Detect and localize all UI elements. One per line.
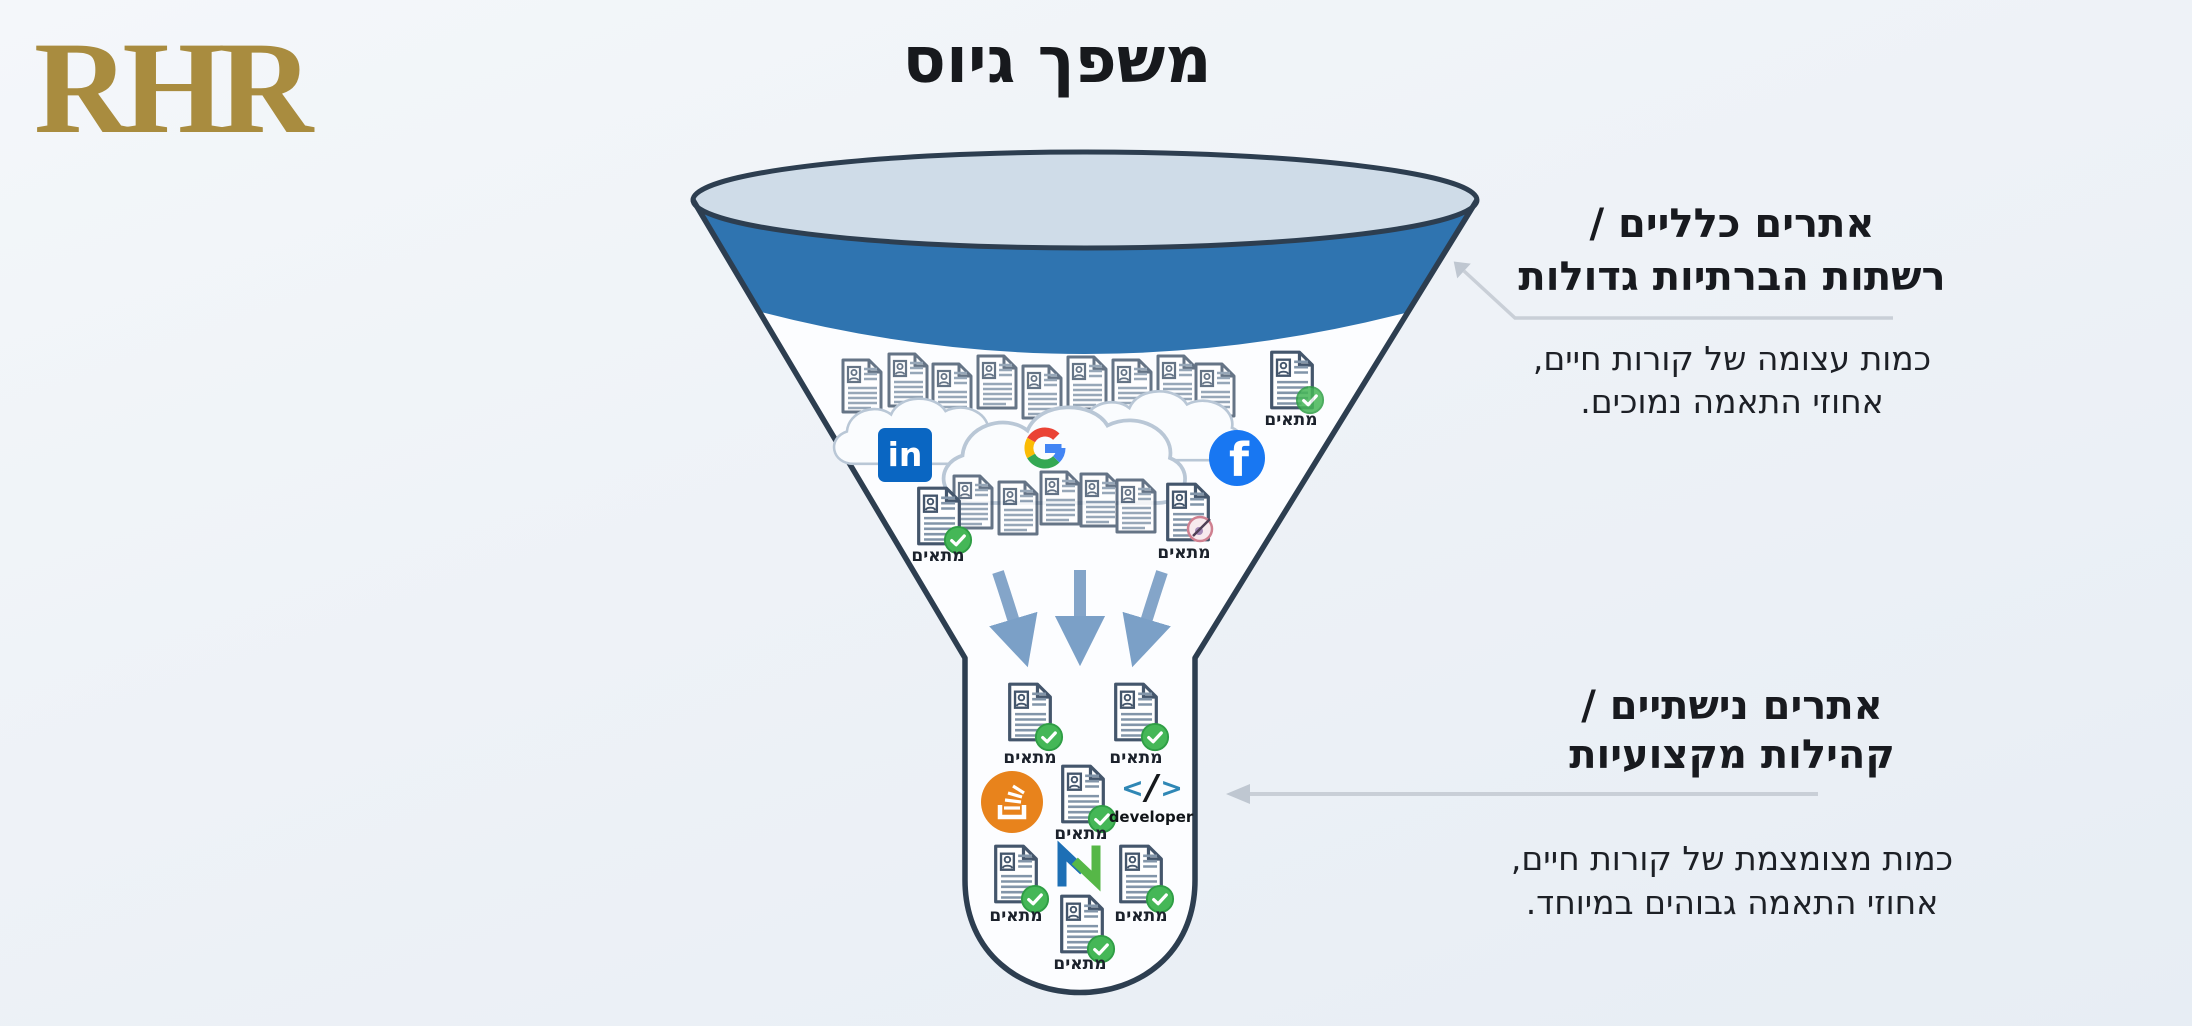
annotation-niche-sites: אתרים נישתיים / קהילות מקצועיות כמות מצו… — [1462, 682, 2002, 925]
facebook-logo: f — [1209, 430, 1265, 486]
n-logo — [1057, 840, 1101, 892]
connector-top — [1453, 261, 1893, 320]
connector-bottom-arrowhead — [1226, 784, 1250, 804]
funnel-outline — [690, 198, 1480, 996]
linkedin-logo: in — [878, 428, 932, 482]
match-label-topright: מתאים — [1264, 410, 1318, 430]
resume-doc-rejected-right — [1166, 482, 1214, 543]
match-label-neck-d: מתאים — [1053, 954, 1107, 974]
stackoverflow-logo — [981, 771, 1043, 833]
developer-label: developer — [1108, 808, 1194, 826]
code-close-bracket: > — [1160, 772, 1183, 804]
annotation-niche-body-line1: כמות מצומצמת של קורות חיים, — [1510, 839, 1954, 878]
google-logo — [1024, 427, 1066, 469]
linkedin-logo-text: in — [887, 435, 923, 474]
match-label-neck-a1: מתאים — [1003, 748, 1057, 768]
match-label-midleft: מתאים — [911, 546, 965, 566]
facebook-logo-text: f — [1228, 433, 1249, 486]
code-slash: / — [1145, 768, 1159, 808]
annotation-general-heading-line2: רשתות הברתיות גדולות — [1518, 254, 1946, 300]
connector-bottom — [1226, 784, 1818, 804]
annotation-niche-body-line2: אחוזי התאמה גבוהים במיוחד. — [1525, 883, 1939, 922]
annotation-niche-heading-line2: קהילות מקצועיות — [1569, 732, 1895, 778]
match-label-neck-b: מתאים — [1054, 824, 1108, 844]
annotation-niche-heading-line1: אתרים נישתיים / — [1581, 683, 1883, 729]
match-label-neck-c1: מתאים — [989, 906, 1043, 926]
page-title: משפך גיוס — [902, 24, 1212, 98]
code-open-bracket: < — [1121, 772, 1144, 804]
annotation-general-sites: אתרים כלליים / רשתות הברתיות גדולות כמות… — [1462, 198, 2002, 423]
annotation-general-body-line1: כמות עצומה של קורות חיים, — [1532, 339, 1932, 378]
match-label-neck-c2: מתאים — [1114, 906, 1168, 926]
rejected-icon — [1186, 515, 1214, 543]
developer-code-icon: < / > — [1120, 768, 1184, 808]
match-label-neck-a2: מתאים — [1109, 748, 1163, 768]
funnel-rim — [690, 149, 1480, 251]
rhr-logo: RHR — [34, 14, 313, 161]
resume-docs-second-row — [952, 470, 1157, 536]
funnel-flow-arrows — [989, 570, 1171, 668]
connector-top-arrowhead — [1453, 261, 1471, 279]
annotation-general-body-line2: אחוזי התאמה נמוכים. — [1580, 382, 1884, 421]
annotation-general-heading-line1: אתרים כלליים / — [1589, 201, 1875, 247]
match-label-midright: מתאים — [1157, 543, 1211, 563]
